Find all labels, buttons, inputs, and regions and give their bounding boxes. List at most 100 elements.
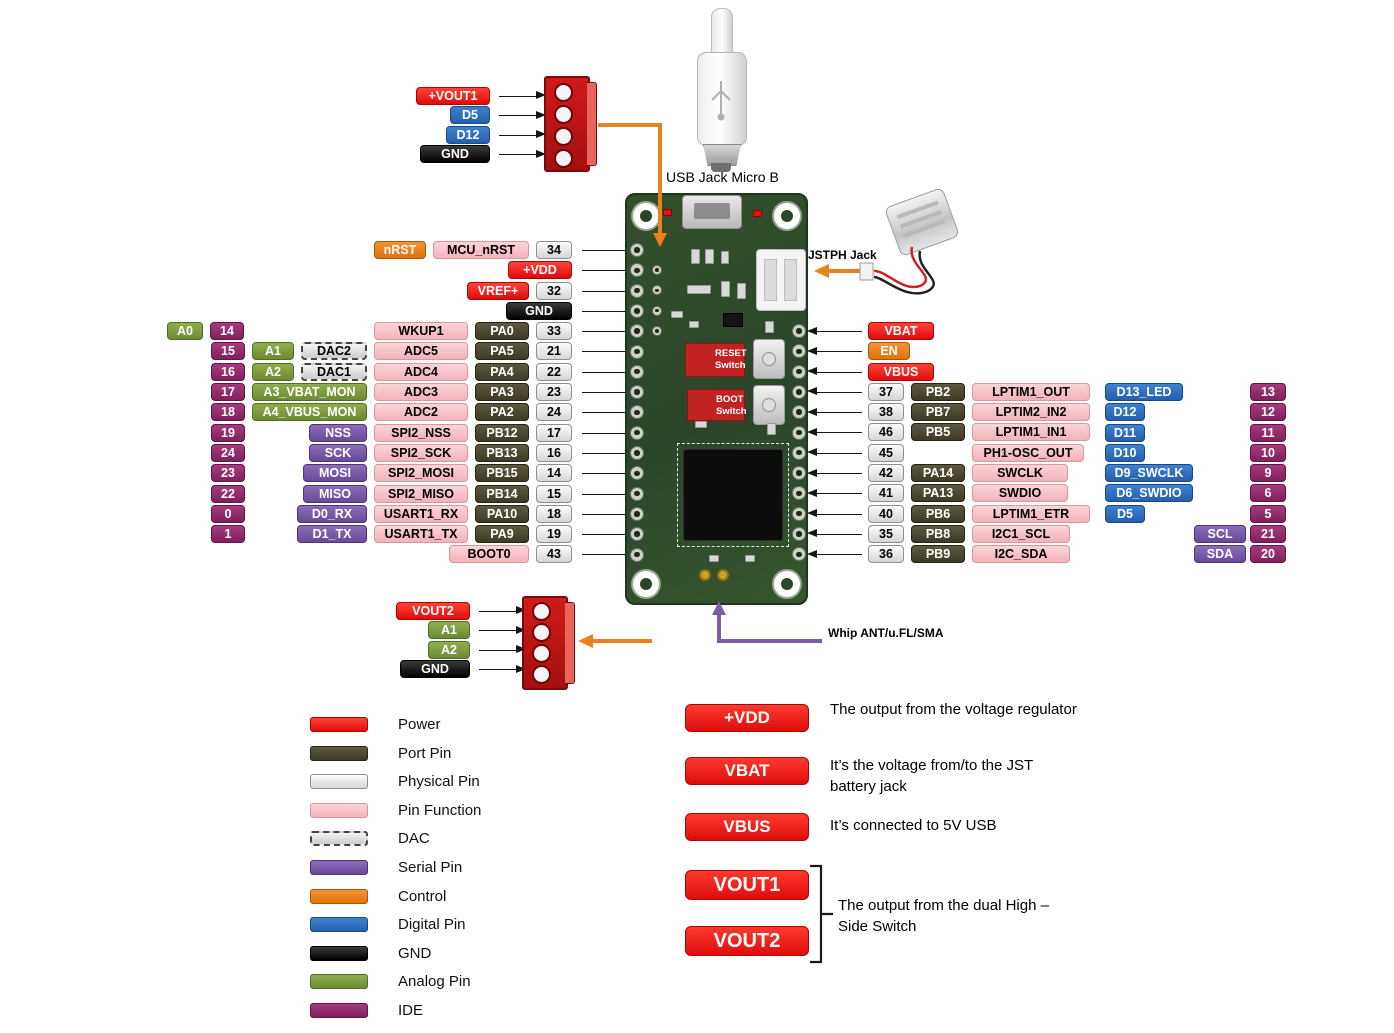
chip-d11: D11 [1105, 423, 1145, 442]
usb-port-slot [694, 203, 730, 219]
pointer-arrow [499, 91, 546, 99]
legend-item: Port Pin [310, 745, 481, 762]
terminal-hole [554, 127, 573, 146]
legend-swatch-func [310, 802, 368, 818]
legend-swatch-power [310, 717, 368, 732]
chip-21: 21 [536, 342, 572, 361]
chip-a2: A2 [428, 640, 470, 659]
pointer-arrow [582, 367, 637, 376]
chip-scl: SCL [1194, 525, 1246, 544]
pointer-arrow [582, 286, 637, 295]
chip-mosi: MOSI [303, 464, 367, 483]
legend-label: Analog Pin [398, 973, 471, 991]
legend-item: Serial Pin [310, 859, 481, 876]
pointer-arrow [582, 265, 637, 274]
pointer-arrow [582, 387, 637, 396]
terminal-hole [554, 83, 573, 102]
chip-22: 22 [536, 362, 572, 381]
terminal-flange [565, 602, 575, 684]
legend-swatch-control [310, 888, 368, 904]
component [689, 321, 699, 328]
legend-swatch-serial [310, 859, 368, 875]
chip-6: 6 [1250, 484, 1286, 503]
pin-hole [792, 384, 806, 399]
pointer-arrow [499, 149, 546, 158]
usb-plug-body [697, 52, 747, 146]
legend-item: Control [310, 888, 481, 905]
pointer-arrow [807, 488, 862, 497]
pin-hole [792, 486, 806, 501]
pin-hole [792, 547, 806, 562]
chip-34: 34 [536, 241, 572, 259]
chip-pb7: PB7 [911, 403, 965, 422]
vbus-description: It’s connected to 5V USB [830, 817, 997, 834]
pin-hole [652, 305, 662, 316]
chip-pa14: PA14 [911, 464, 965, 483]
legend-item: DAC [310, 830, 481, 847]
pin-hole [652, 265, 662, 275]
pin-hole [792, 466, 806, 481]
chip-en: EN [868, 342, 910, 361]
chip-16: 16 [211, 362, 245, 381]
chip-d9-swclk: D9_SWCLK [1105, 464, 1193, 483]
pin-row: 6 [1250, 484, 1290, 503]
legend-label: Control [398, 887, 447, 905]
chip-14: 14 [210, 322, 244, 341]
terminal-hole [532, 665, 551, 684]
legend-swatch-digital [310, 917, 368, 933]
chip-pb13: PB13 [475, 443, 529, 462]
chip-nss: NSS [309, 423, 367, 442]
legend-swatch-dac [310, 831, 368, 847]
chip-usart1-tx: USART1_TX [374, 525, 468, 544]
chip-17: 17 [211, 383, 245, 402]
chip-a4-vbus-mon: A4_VBUS_MON [252, 403, 367, 422]
chip-vbat: VBAT [868, 322, 934, 340]
pointer-arrow [807, 468, 862, 477]
chip-20: 20 [1250, 545, 1286, 564]
chip-10: 10 [1250, 443, 1286, 462]
boot-switch-button[interactable] [753, 385, 785, 425]
usb-trident-icon [711, 81, 731, 121]
pin-hole [630, 446, 644, 460]
legend-label: Port Pin [398, 744, 452, 762]
reset-switch-button[interactable] [753, 339, 785, 379]
pointer-arrow [499, 110, 546, 119]
chip-pa5: PA5 [475, 342, 529, 361]
pointer-arrow [582, 428, 637, 437]
chip-vref+: VREF+ [467, 281, 529, 300]
chip-38: 38 [868, 403, 904, 422]
pointer-arrow [807, 387, 862, 396]
chip-40: 40 [868, 504, 904, 523]
mount-hole [774, 203, 800, 229]
pin-hole [630, 425, 644, 440]
chip-21: 21 [1250, 525, 1286, 544]
chip-vout2: VOUT2 [396, 601, 470, 620]
chip-adc2: ADC2 [374, 403, 468, 422]
mount-hole [774, 571, 800, 597]
chip-17: 17 [536, 423, 572, 442]
pin-row: SCL [1105, 525, 1246, 544]
chip-pa2: PA2 [475, 403, 529, 422]
legend-item: GND [310, 945, 481, 962]
chip-a2: A2 [252, 362, 294, 381]
pin-hole [630, 344, 644, 359]
pin-hole [630, 466, 644, 481]
pin-row: GND [300, 660, 526, 678]
pin-row: D11 [1105, 423, 1246, 442]
chip-boot0: BOOT0 [449, 545, 529, 564]
chip-d13-led: D13_LED [1105, 383, 1183, 401]
chip-42: 42 [868, 464, 904, 483]
pin-row: 21 [1250, 525, 1290, 544]
pin-row: VOUT2 [300, 601, 526, 620]
pin-hole [630, 243, 644, 257]
pin-row: GND [320, 145, 546, 163]
jst-slot [784, 259, 797, 301]
